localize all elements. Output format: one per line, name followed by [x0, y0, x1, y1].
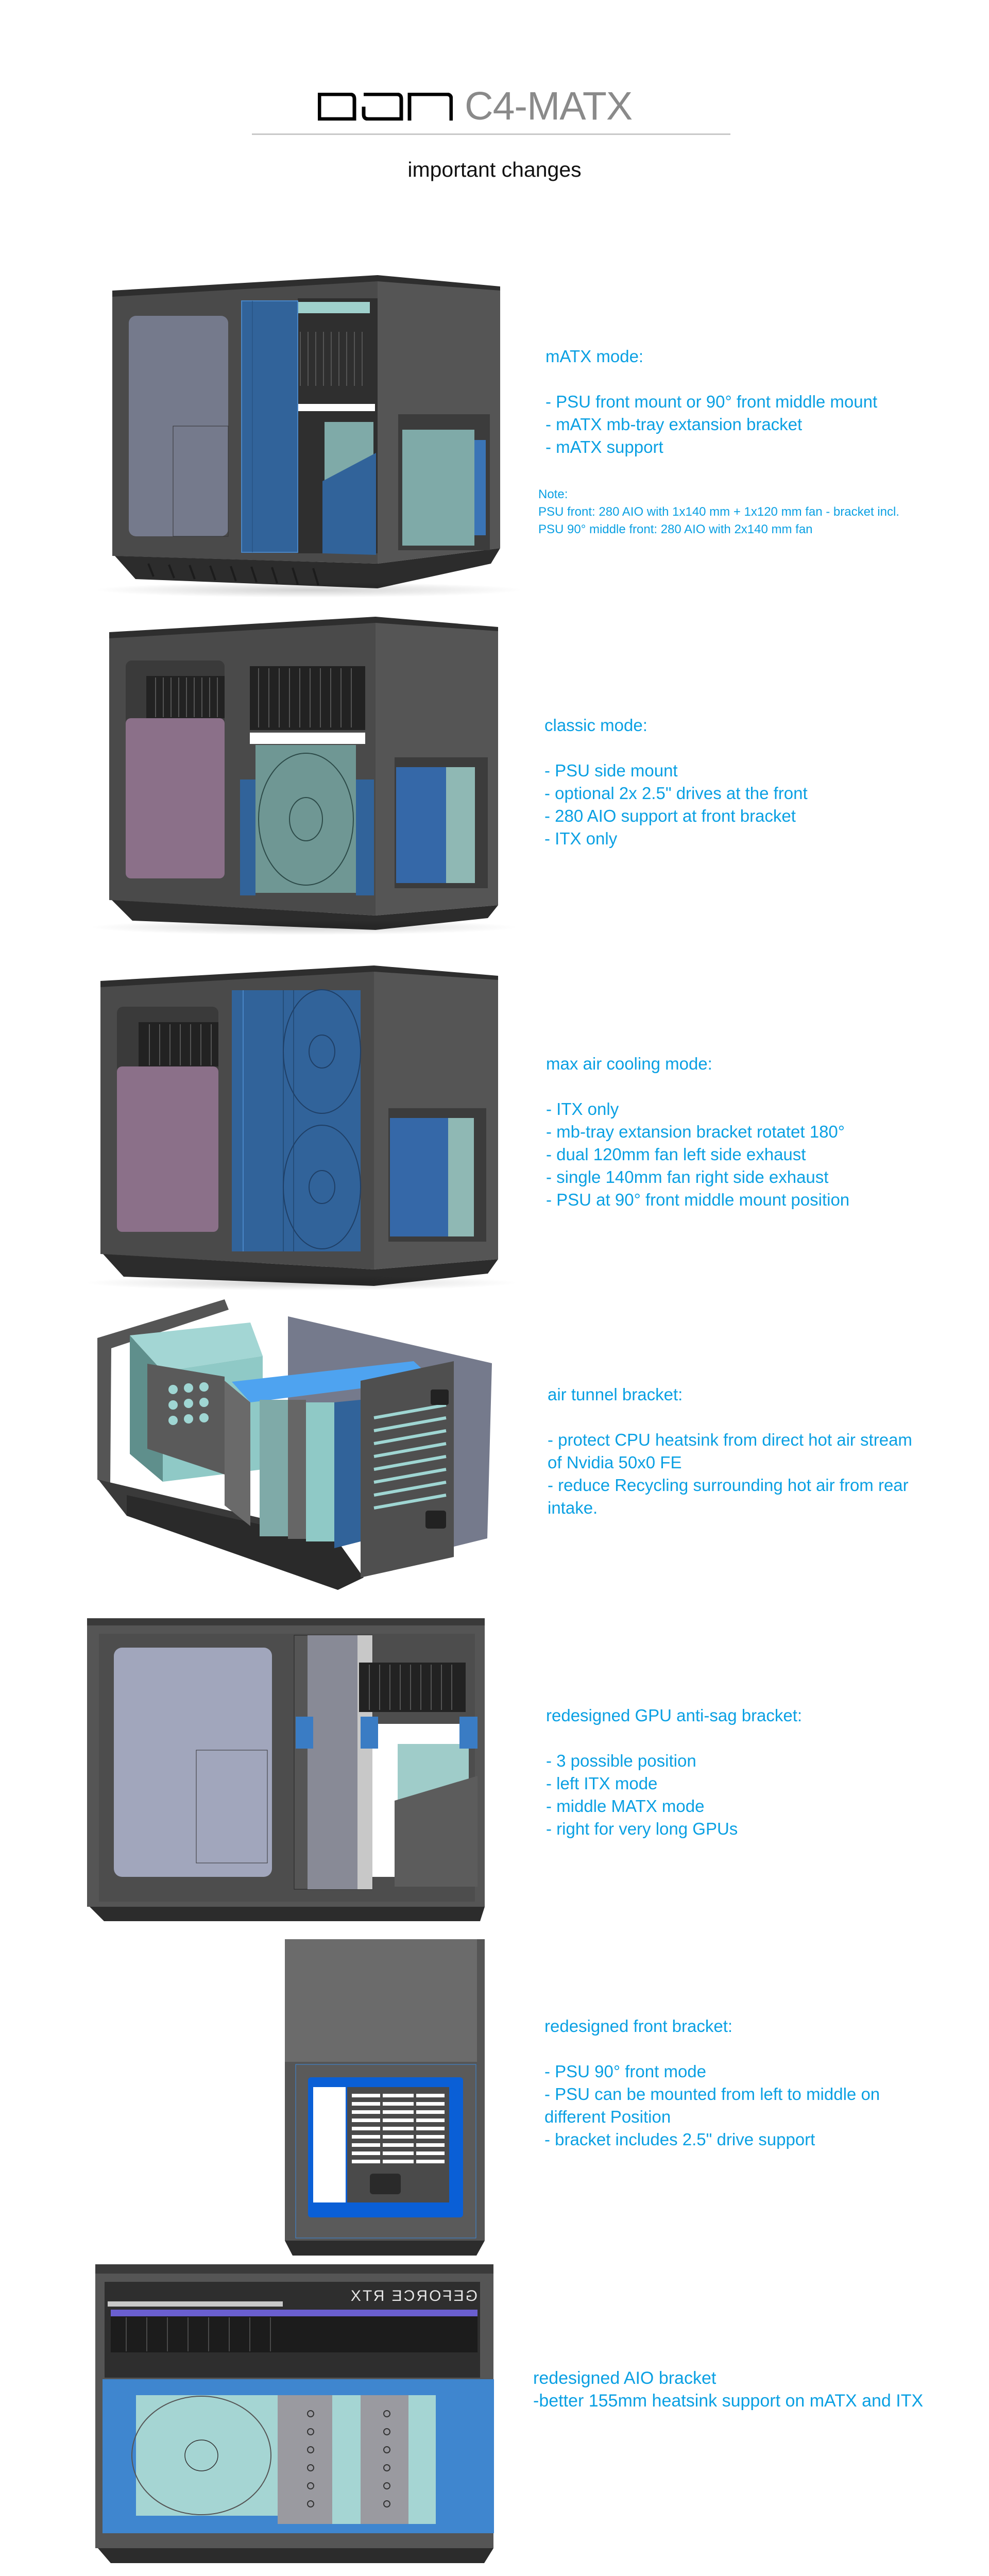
- bullet: - PSU front mount or 90° front middle mo…: [545, 392, 878, 411]
- section-heading: redesigned GPU anti-sag bracket:: [546, 1706, 803, 1725]
- psu-top: [232, 1361, 433, 1402]
- bullet: - left ITX mode: [546, 1774, 658, 1793]
- bullet: different Position: [544, 2107, 671, 2126]
- section-max-air-cooling: max air cooling mode: - ITX only - mb-tr…: [546, 1053, 849, 1211]
- note-line: PSU 90° middle front: 280 AIO with 2x140…: [538, 522, 813, 536]
- fan: [255, 745, 356, 893]
- case-base-vents: [98, 2548, 493, 2563]
- motherboard-panel: [126, 718, 225, 878]
- section-heading: air tunnel bracket:: [548, 1385, 683, 1404]
- rotated-mb-tray-bracket: [232, 990, 361, 1251]
- section-gpu-anti-sag: redesigned GPU anti-sag bracket: - 3 pos…: [546, 1704, 802, 1840]
- case-base-vents: [115, 548, 500, 588]
- gpu-heatsink: [359, 1663, 466, 1712]
- bullet: - right for very long GPUs: [546, 1819, 738, 1838]
- section-matx-mode: mATX mode: - PSU front mount or 90° fron…: [545, 345, 877, 459]
- psu: [390, 1118, 448, 1236]
- case-render-matx-mode: [112, 275, 500, 588]
- case-render-max-air-cooling-mode: [100, 965, 498, 1286]
- mb-tray-extension-bracket: [241, 300, 298, 553]
- dan-logo-icon: [317, 92, 453, 121]
- bullet: - single 140mm fan right side exhaust: [546, 1167, 829, 1187]
- bullet: - 3 possible position: [546, 1751, 696, 1770]
- bullet: - mATX support: [545, 437, 663, 456]
- psu: [395, 1776, 478, 1887]
- bullet: - ITX only: [546, 1099, 619, 1118]
- bullet: - ITX only: [544, 829, 618, 848]
- note-label: Note:: [538, 487, 568, 501]
- header-divider: [252, 133, 730, 135]
- case-render-front-bracket: [285, 1939, 486, 2256]
- bullet: -better 155mm heatsink support on mATX a…: [533, 2391, 924, 2411]
- section-aio-bracket: redesigned AIO bracket -better 155mm hea…: [533, 2367, 923, 2412]
- bullet: - PSU side mount: [544, 761, 678, 780]
- section-heading: redesigned AIO bracket: [533, 2368, 717, 2388]
- anti-sag-clip-right: [459, 1717, 478, 1749]
- bullet: - PSU can be mounted from left to middle…: [544, 2084, 880, 2104]
- bullet: - PSU at 90° front middle mount position: [546, 1190, 850, 1209]
- section-front-bracket: redesigned front bracket: - PSU 90° fron…: [544, 2015, 880, 2151]
- psu: [396, 767, 446, 883]
- case-base-vents: [112, 900, 498, 930]
- model-name: C4-MATX: [465, 84, 633, 128]
- case-floor-vents: [127, 1495, 364, 1590]
- bullet: - bracket includes 2.5" drive support: [544, 2130, 815, 2149]
- bullet: - dual 120mm fan left side exhaust: [546, 1145, 806, 1164]
- bullet: - protect CPU heatsink from direct hot a…: [548, 1430, 912, 1449]
- bullet: - 280 AIO support at front bracket: [544, 806, 796, 825]
- section-classic-mode: classic mode: - PSU side mount - optiona…: [544, 714, 808, 850]
- case-render-aio-bracket: GEFORCE RTX: [95, 2264, 499, 2563]
- section-matx-note: Note: PSU front: 280 AIO with 1x140 mm +…: [538, 486, 899, 538]
- bullet: intake.: [548, 1498, 598, 1517]
- case-render-gpu-anti-sag: [83, 1618, 486, 1921]
- case-base-vents: [103, 1254, 498, 1286]
- case-base-vents: [90, 1907, 485, 1921]
- bullet: - mb-tray extansion bracket rotatet 180°: [546, 1122, 845, 1141]
- page-subtitle: important changes: [407, 158, 582, 181]
- dan-logo: [317, 92, 453, 121]
- bullet: - middle MATX mode: [546, 1797, 705, 1816]
- bullet: - reduce Recycling surrounding hot air f…: [548, 1476, 909, 1495]
- note-line: PSU front: 280 AIO with 1x140 mm + 1x120…: [538, 505, 899, 519]
- anti-sag-clip-left: [296, 1717, 313, 1749]
- side-window: [114, 1648, 272, 1877]
- section-heading: classic mode:: [544, 716, 647, 735]
- bullet: of Nvidia 50x0 FE: [548, 1453, 682, 1472]
- case-render-classic-mode: [109, 617, 498, 930]
- section-heading: mATX mode:: [545, 347, 644, 366]
- radiator-fan: [136, 2395, 278, 2516]
- bullet: - mATX mb-tray extansion bracket: [545, 415, 803, 434]
- section-air-tunnel: air tunnel bracket: - protect CPU heatsi…: [548, 1383, 912, 1519]
- case-render-air-tunnel: [96, 1299, 492, 1590]
- psu: [402, 430, 474, 546]
- bullet: - optional 2x 2.5" drives at the front: [544, 784, 808, 803]
- anti-sag-clip-middle: [361, 1717, 378, 1749]
- bullet: - PSU 90° front mode: [544, 2062, 706, 2081]
- gpu-branding-text: GEFORCE RTX: [349, 2287, 478, 2304]
- section-heading: redesigned front bracket:: [544, 2016, 733, 2036]
- psu-bracket: [322, 453, 376, 555]
- section-heading: max air cooling mode:: [546, 1054, 712, 1073]
